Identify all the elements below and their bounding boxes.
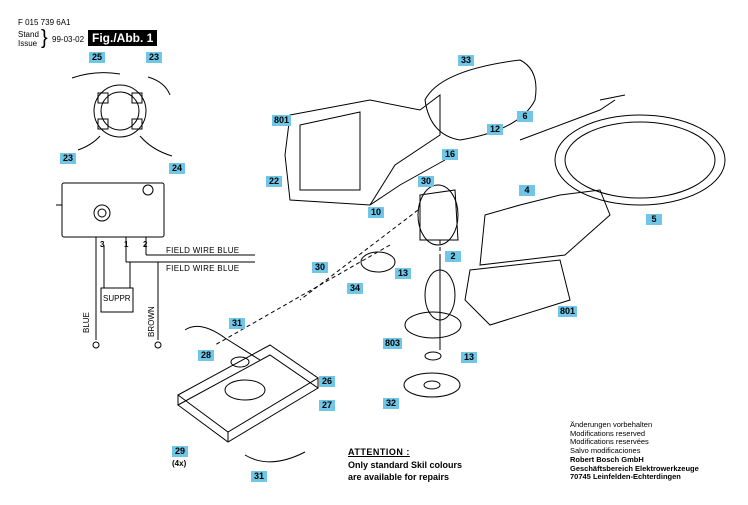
callout-23-bottom: 23 (60, 153, 76, 164)
callout-803: 803 (383, 338, 403, 349)
motor-drawing (403, 184, 462, 398)
brace: } (41, 27, 48, 49)
notice-de: Änderungen vorbehalten (570, 420, 653, 429)
notice-fr: Modifications reservées (570, 437, 649, 447)
callout-24: 24 (169, 163, 185, 174)
callout-31-bottom: 31 (251, 471, 267, 482)
callout-26: 26 (319, 376, 335, 387)
callout-4: 4 (519, 185, 535, 196)
callout-13-bottom: 13 (461, 352, 477, 363)
callout-13-top: 13 (395, 268, 411, 279)
callout-32: 32 (383, 398, 399, 409)
callout-25: 25 (89, 52, 105, 63)
attention-line-2: are available for repairs (348, 472, 450, 482)
callout-30-bottom: 30 (312, 262, 328, 273)
callout-34: 34 (347, 283, 363, 294)
doc-number: F 015 739 6A1 (18, 18, 71, 27)
attention-title: ATTENTION : (348, 447, 410, 457)
callout-6: 6 (517, 111, 533, 122)
callout-801-top: 801 (272, 115, 292, 126)
callout-29-qty: (4x) (172, 459, 187, 468)
housing-drawing (284, 59, 611, 326)
company-division: Geschäftsbereich Elektrowerkzeuge (570, 463, 699, 473)
company-name: Robert Bosch GmbH (570, 454, 644, 464)
callout-801-bottom: 801 (558, 306, 578, 317)
field-wire-blue-2: FIELD WIRE BLUE (166, 264, 240, 273)
brush-holder-drawing (71, 72, 173, 157)
wire-label-brown: BROWN (147, 306, 156, 337)
suppressor-label: SUPPR (103, 294, 131, 303)
callout-10: 10 (368, 207, 384, 218)
address-block: Änderungen vorbehalten Modifications res… (570, 420, 699, 482)
company-address: 70745 Leinfelden-Echterdingen (570, 472, 681, 482)
callout-29: 29 (172, 446, 188, 457)
callout-33: 33 (458, 55, 474, 66)
pad-drawing (177, 325, 319, 463)
callout-27: 27 (319, 400, 335, 411)
notice-es: Salvo modificaciones (570, 446, 641, 456)
issue-date: 99-03-02 (52, 35, 85, 44)
attention-line-1: Only standard Skil colours (348, 460, 463, 470)
callout-22: 22 (266, 176, 282, 187)
callout-5: 5 (646, 214, 662, 225)
field-wire-blue-1: FIELD WIRE BLUE (166, 246, 240, 255)
callout-23-top: 23 (146, 52, 162, 63)
callout-2: 2 (445, 251, 461, 262)
callout-28: 28 (198, 350, 214, 361)
figure-label: Fig./Abb. 1 (88, 30, 158, 46)
callout-12: 12 (487, 124, 503, 135)
belt-drawing (360, 251, 396, 273)
stand-label: Stand (18, 30, 39, 39)
switch-schematic-drawing (56, 182, 255, 349)
issue-label: Issue (18, 39, 38, 48)
cable-drawing (519, 94, 726, 206)
callout-30-top: 30 (418, 176, 434, 187)
wire-label-blue: BLUE (82, 312, 91, 333)
callout-16: 16 (442, 149, 458, 160)
terminal-2: 2 (143, 240, 148, 249)
terminal-1: 1 (124, 240, 129, 249)
notice-en: Modifications reserved (570, 428, 646, 438)
callout-31-top: 31 (229, 318, 245, 329)
terminal-3: 3 (100, 240, 105, 249)
